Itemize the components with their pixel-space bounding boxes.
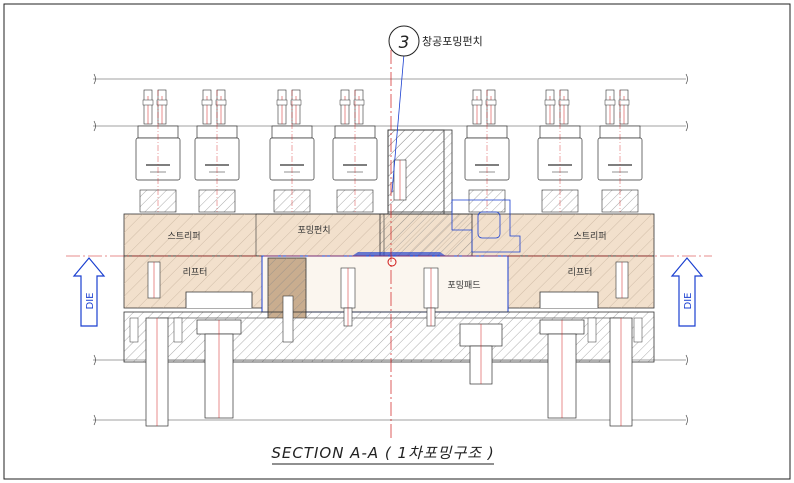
bolt-head	[485, 99, 497, 106]
blue-key	[477, 211, 501, 239]
bolt-head	[471, 99, 483, 106]
bolt-head	[339, 99, 351, 106]
bolt-head	[156, 99, 168, 106]
spring-unit	[135, 89, 181, 213]
die-arrow-right-label: DIE	[683, 293, 694, 310]
bolt-head	[201, 99, 213, 106]
die-arrow-right: DIE	[670, 257, 704, 327]
stripper-left-label: 스트리퍼	[167, 231, 200, 242]
spring-unit	[464, 89, 510, 213]
stripper-right-label: 스트리퍼	[573, 231, 606, 242]
forming-punch-label: 포밍펀치	[297, 224, 330, 236]
center-marker	[387, 257, 397, 267]
bolt-head	[142, 99, 154, 106]
bolt-head	[290, 99, 302, 106]
bolt-head	[618, 99, 630, 106]
drawing-frame	[3, 3, 791, 480]
insert-bolt	[282, 295, 294, 343]
die-screw	[129, 317, 139, 343]
spring-unit	[194, 89, 240, 213]
lower-components	[129, 159, 643, 427]
die-arrow-left: DIE	[72, 257, 106, 327]
die-screw	[173, 317, 183, 343]
spring-unit	[269, 89, 315, 213]
lifter-pocket-right	[539, 291, 599, 308]
bolt-head	[604, 99, 616, 106]
forming-pad-label: 포밍패드	[447, 280, 480, 291]
sheet-strip	[352, 252, 446, 256]
break-marks	[93, 73, 688, 426]
balloon-circle	[388, 25, 420, 57]
bolt-head	[544, 99, 556, 106]
blue-profile-upper	[451, 199, 521, 253]
spring-unit	[332, 89, 378, 213]
upper-spring-units	[135, 89, 643, 213]
bolt-head	[215, 99, 227, 106]
balloon-leader	[391, 53, 405, 193]
lifter-right-label: 리프터	[568, 267, 593, 278]
lifter-pocket-left	[185, 291, 253, 308]
bolt-head	[353, 99, 365, 106]
balloon-label: 창공포밍펀치	[422, 35, 483, 48]
section-title: SECTION A-A ( 1차포밍구조 )	[271, 444, 494, 462]
bolt-head	[276, 99, 288, 106]
spring-unit	[597, 89, 643, 213]
forming-punch	[379, 213, 473, 257]
balloon-number: 3	[399, 33, 410, 53]
bolt-head	[558, 99, 570, 106]
spring-unit	[537, 89, 583, 213]
die-screw	[587, 317, 597, 343]
lifter-left-label: 리프터	[183, 267, 208, 278]
die-screw	[633, 317, 643, 343]
die-arrow-left-label: DIE	[85, 293, 96, 310]
